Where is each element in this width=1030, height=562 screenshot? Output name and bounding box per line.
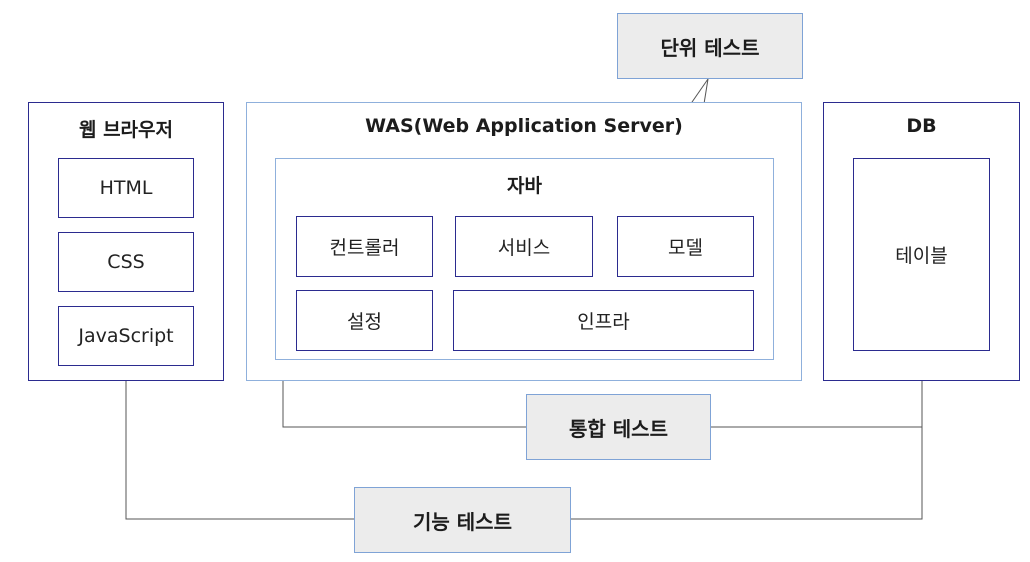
javascript-label: JavaScript bbox=[78, 325, 174, 347]
config-box: 설정 bbox=[296, 290, 433, 351]
unit-test-box: 단위 테스트 bbox=[617, 13, 803, 79]
controller-box: 컨트롤러 bbox=[296, 216, 433, 277]
model-box: 모델 bbox=[617, 216, 754, 277]
model-label: 모델 bbox=[668, 237, 703, 259]
controller-label: 컨트롤러 bbox=[329, 237, 400, 259]
unit-test-label: 단위 테스트 bbox=[660, 35, 760, 60]
functional-test-box: 기능 테스트 bbox=[354, 487, 571, 553]
integration-test-label: 통합 테스트 bbox=[569, 416, 668, 441]
service-label: 서비스 bbox=[497, 237, 551, 259]
java-title: 자바 bbox=[507, 175, 542, 197]
was-title: WAS(Web Application Server) bbox=[365, 115, 683, 137]
html-box: HTML bbox=[58, 158, 194, 218]
javascript-box: JavaScript bbox=[58, 306, 194, 366]
service-box: 서비스 bbox=[455, 216, 593, 277]
infra-label: 인프라 bbox=[577, 311, 630, 333]
functional-test-label: 기능 테스트 bbox=[413, 509, 512, 534]
db-title: DB bbox=[906, 115, 937, 137]
config-label: 설정 bbox=[347, 311, 382, 333]
infra-box: 인프라 bbox=[453, 290, 754, 351]
css-box: CSS bbox=[58, 232, 194, 292]
css-label: CSS bbox=[107, 251, 145, 273]
table-label: 테이블 bbox=[895, 245, 948, 267]
html-label: HTML bbox=[99, 177, 153, 199]
browser-title: 웹 브라우저 bbox=[78, 119, 173, 141]
table-box: 테이블 bbox=[853, 158, 990, 351]
integration-test-box: 통합 테스트 bbox=[526, 394, 711, 460]
